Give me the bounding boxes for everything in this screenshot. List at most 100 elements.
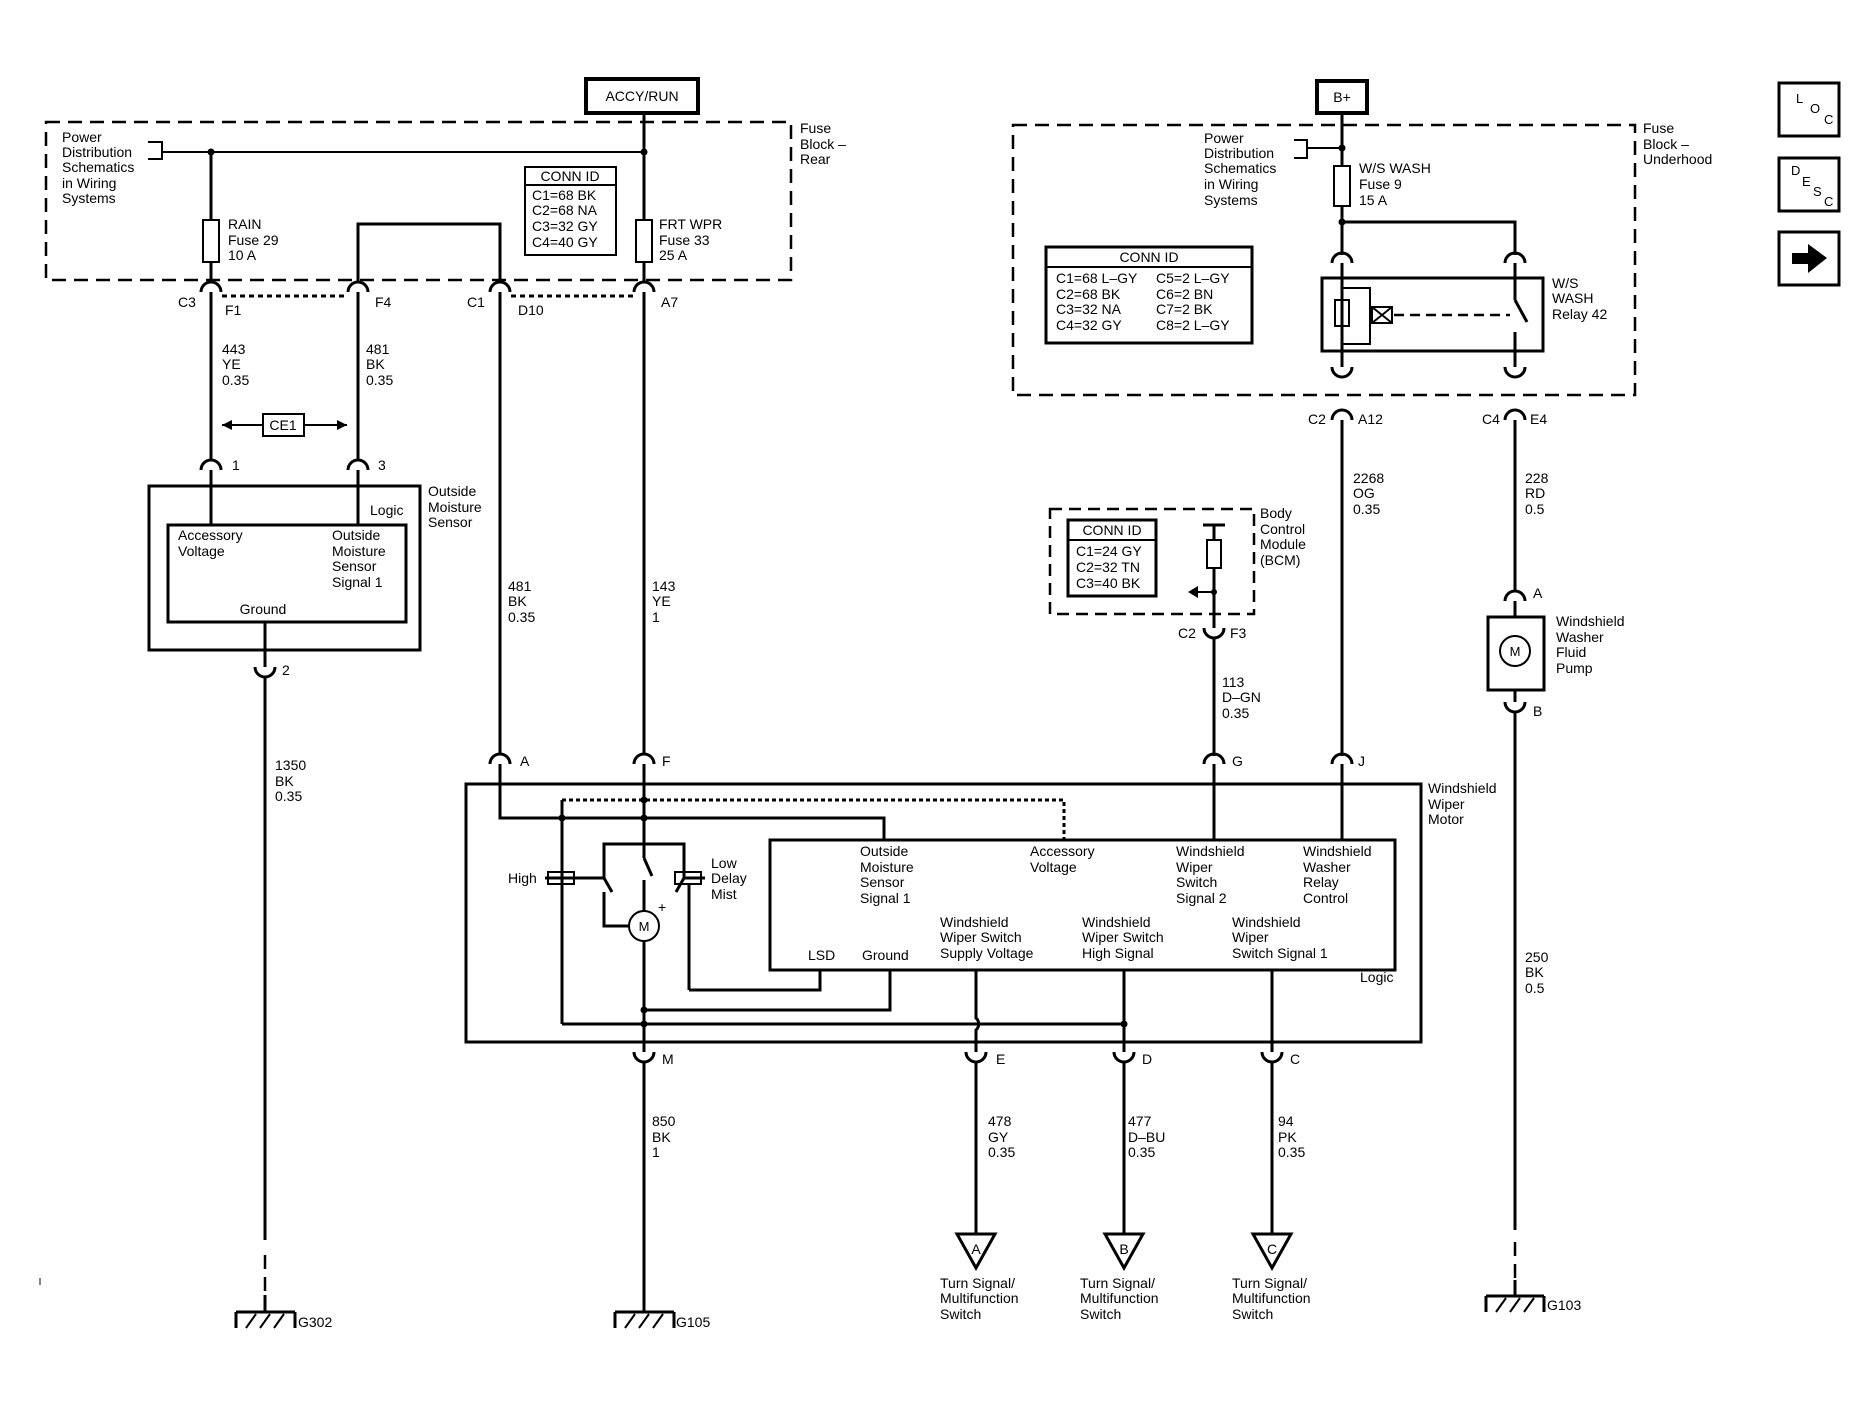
svg-text:GY: GY (988, 1129, 1009, 1145)
svg-text:Windshield: Windshield (1176, 843, 1244, 859)
svg-text:Control: Control (1260, 521, 1305, 537)
svg-text:D: D (1142, 1051, 1152, 1067)
svg-text:Fluid: Fluid (1556, 644, 1586, 660)
svg-text:477: 477 (1128, 1113, 1152, 1129)
conn-f3: F3 (1230, 625, 1247, 641)
svg-text:J: J (1358, 753, 1365, 769)
conn-id-rear-c1: C1=68 BK (532, 187, 597, 203)
svg-text:Windshield: Windshield (1303, 843, 1371, 859)
svg-text:Moisture: Moisture (860, 859, 914, 875)
arrow-right-icon (1792, 244, 1827, 273)
svg-text:RD: RD (1525, 485, 1545, 501)
fuse-rain-1: RAIN (228, 216, 261, 232)
svg-text:C6=2 BN: C6=2 BN (1156, 286, 1213, 302)
svg-text:Block –: Block – (1643, 136, 1689, 152)
pds-rear-2: Distribution (62, 144, 132, 160)
svg-text:Sensor: Sensor (332, 558, 377, 574)
offpage-b: B Turn Signal/ Multifunction Switch (1080, 1232, 1159, 1322)
desc-button[interactable]: D E S C (1777, 156, 1841, 213)
svg-text:Wiper: Wiper (1232, 929, 1269, 945)
svg-text:1: 1 (652, 1144, 660, 1160)
svg-text:A: A (520, 753, 530, 769)
svg-text:Schematics: Schematics (1204, 160, 1276, 176)
svg-text:Systems: Systems (1204, 192, 1258, 208)
wire-143-label: 143 YE 1 (652, 578, 676, 625)
svg-text:Distribution: Distribution (1204, 145, 1274, 161)
pds-rear-5: Systems (62, 190, 116, 206)
svg-text:0.35: 0.35 (1128, 1144, 1155, 1160)
svg-text:228: 228 (1525, 470, 1549, 486)
svg-text:C2=68 BK: C2=68 BK (1056, 286, 1121, 302)
svg-text:0.35: 0.35 (1353, 501, 1380, 517)
svg-text:Voltage: Voltage (1030, 859, 1077, 875)
pds-rear-4: in Wiring (62, 175, 116, 191)
conn-f1: F1 (225, 302, 242, 318)
svg-text:Control: Control (1303, 890, 1348, 906)
svg-text:0.35: 0.35 (1222, 705, 1249, 721)
svg-text:1: 1 (652, 609, 660, 625)
svg-text:C: C (1824, 112, 1833, 127)
loc-button[interactable]: L O C (1777, 81, 1841, 138)
svg-text:Motor: Motor (1428, 811, 1464, 827)
offpage-a: A Turn Signal/ Multifunction Switch (940, 1232, 1019, 1322)
conn-c2-bcm: C2 (1178, 625, 1196, 641)
fuse-block-rear: Fuse Block – Rear Power Distribution Sch… (44, 120, 846, 283)
conn-c3: C3 (178, 294, 196, 310)
svg-text:W/S WASH: W/S WASH (1359, 160, 1431, 176)
svg-text:Relay: Relay (1303, 874, 1339, 890)
svg-text:B: B (1119, 1241, 1128, 1257)
svg-text:OG: OG (1353, 485, 1375, 501)
svg-text:WASH: WASH (1552, 290, 1593, 306)
svg-text:A12: A12 (1358, 411, 1383, 427)
svg-text:C3=40 BK: C3=40 BK (1076, 575, 1141, 591)
svg-text:Outside: Outside (332, 527, 380, 543)
svg-text:Switch: Switch (1080, 1306, 1121, 1322)
svg-text:0.35: 0.35 (508, 609, 535, 625)
svg-text:Logic: Logic (1360, 969, 1393, 985)
svg-text:A: A (971, 1241, 981, 1257)
fuse-frt-1: FRT WPR (659, 216, 722, 232)
svg-text:Body: Body (1260, 505, 1292, 521)
conn-id-rear-c2: C2=68 NA (532, 202, 598, 218)
wire-1350-label: 1350 BK 0.35 (275, 757, 306, 804)
wire-94-label: 94 PK 0.35 (1278, 1113, 1305, 1160)
fuse-frt-3: 25 A (659, 247, 688, 263)
ground-g103: G103 (1484, 1280, 1581, 1313)
underhood-connectors: C2 A12 C4 E4 (1308, 408, 1547, 427)
svg-text:Power: Power (1204, 130, 1244, 146)
svg-text:Supply Voltage: Supply Voltage (940, 945, 1034, 961)
wire-481b-label: 481 BK 0.35 (508, 578, 535, 625)
svg-text:Signal 1: Signal 1 (860, 890, 911, 906)
sensor-logic: Logic (370, 502, 403, 518)
svg-text:C2=32 TN: C2=32 TN (1076, 559, 1140, 575)
svg-text:Low: Low (711, 855, 738, 871)
offpage-c: C Turn Signal/ Multifunction Switch (1232, 1232, 1311, 1322)
svg-text:Block –: Block – (800, 136, 846, 152)
svg-text:L: L (1796, 91, 1803, 106)
conn-id-rear-title: CONN ID (540, 168, 599, 184)
wire-2268-label: 2268 OG 0.35 (1353, 470, 1384, 517)
svg-text:Turn Signal/: Turn Signal/ (1080, 1275, 1155, 1291)
svg-text:0.5: 0.5 (1525, 980, 1545, 996)
windshield-wiper-motor: Windshield Wiper Motor M + High (464, 764, 1496, 1044)
svg-text:BK: BK (366, 356, 385, 372)
svg-text:Fuse: Fuse (800, 120, 831, 136)
svg-text:F: F (662, 753, 671, 769)
next-button[interactable] (1777, 230, 1841, 287)
svg-text:D–GN: D–GN (1222, 689, 1261, 705)
accy-run-source: ACCY/RUN (584, 77, 700, 115)
washer-fluid-pump: A M B Windshield Washer Fluid Pump (1486, 585, 1624, 719)
svg-text:High Signal: High Signal (1082, 945, 1154, 961)
svg-text:(BCM): (BCM) (1260, 552, 1300, 568)
svg-text:C: C (1267, 1241, 1277, 1257)
svg-text:94: 94 (1278, 1113, 1294, 1129)
svg-text:Sensor: Sensor (860, 874, 905, 890)
svg-text:C5=2 L–GY: C5=2 L–GY (1156, 270, 1230, 286)
svg-text:0.35: 0.35 (275, 788, 302, 804)
svg-text:E4: E4 (1530, 411, 1547, 427)
svg-text:Washer: Washer (1303, 859, 1351, 875)
svg-text:Mist: Mist (711, 886, 737, 902)
svg-text:G: G (1232, 753, 1243, 769)
wire-478-label: 478 GY 0.35 (988, 1113, 1015, 1160)
svg-text:D: D (1791, 163, 1800, 178)
